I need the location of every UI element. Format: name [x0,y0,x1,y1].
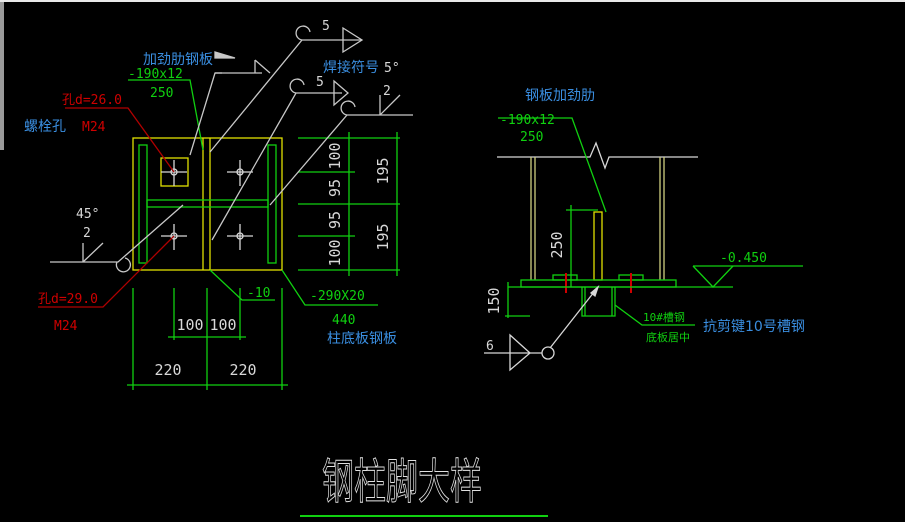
plan-view [38,25,413,390]
section-dimension-lines [505,205,598,318]
dim-bottom-outer: 220 [229,361,256,379]
stiffener-length: 250 [150,86,173,101]
channel-leader [614,304,695,326]
section-stiffener-leader [498,117,607,213]
bolt-hole [161,224,187,250]
section-dim-embed: 150 [485,287,503,314]
section-dim-height: 250 [548,231,566,258]
weld-size: 5 [322,19,330,34]
dim-bottom-inner: 100 [209,316,236,334]
web-spec: -10 [247,286,270,301]
base-plate-spec: -290X20 [310,289,365,304]
base-plate-leader [281,269,378,306]
weld-angle-bottom: 45° [76,207,99,222]
stiffener-spec: -190x12 [128,67,183,82]
shear-key-weld-size: 6 [486,339,494,354]
stiffener-section [593,211,603,281]
bolt-bottom-size: M24 [54,319,78,334]
weld-leaders [50,25,413,273]
drawing-title: 钢柱脚大样 [322,454,482,510]
weld-symbol-label: 焊接符号 [323,59,379,76]
stiffener-label: 加劲肋钢板 [143,52,213,68]
base-plate-length: 440 [332,313,355,328]
weld-size: 2 [383,84,391,99]
window-top-border [0,0,905,2]
bolt-hole-label: 螺栓孔 [24,119,66,135]
right-dimension-lines [298,132,400,276]
bolt-hole [161,160,187,186]
section-stiffener-spec: -190x12 [500,113,555,128]
bolt-holes [161,160,253,250]
base-plate-outline [132,137,283,271]
column-flange-right [267,144,277,264]
dim-right-inner: 95 [326,211,344,229]
bolt-hole [227,160,253,186]
section-stiffener-length: 250 [520,130,543,145]
dim-bottom-inner: 100 [176,316,203,334]
weld-size: 5 [316,75,324,90]
elevation-label: -0.450 [720,251,767,266]
dim-right-inner: 100 [326,239,344,266]
column-flange-left [138,144,148,264]
elevation-marker [692,265,734,288]
section-view [300,117,803,517]
dim-right-inner: 100 [326,142,344,169]
channel-note: 底板居中 [646,330,690,344]
break-line [497,141,698,170]
shear-key-channel [581,287,616,317]
column-web [146,199,269,208]
plan-view-text: 加劲肋钢板 -190x12 250 孔d=26.0 螺栓孔 M24 焊接符号 5… [24,19,400,379]
weld-angle: 5° [384,61,400,76]
section-stiffener-label: 钢板加劲肋 [525,88,595,104]
bolt-top-size: M24 [82,120,106,135]
bolt-top-hole: 孔d=26.0 [62,93,122,108]
dim-bottom-outer: 220 [154,361,181,379]
base-plate-label: 柱底板钢板 [327,331,397,347]
side-panel-edge[interactable] [0,2,4,150]
dim-right-outer: 195 [374,223,392,250]
web-leader [209,269,275,301]
bolt-hole [227,224,253,250]
dim-right-inner: 95 [326,179,344,197]
shear-key-weld-symbol [484,284,600,372]
section-view-text: 钢板加劲肋 -190x12 250 250 150 -0.450 10#槽钢 底… [485,88,805,354]
shear-key-label: 抗剪键10号槽钢 [703,319,805,335]
bottom-dimension-lines [127,288,288,390]
bolt-bottom-hole: 孔d=29.0 [38,292,98,307]
bolt-bottom-leader [38,235,175,308]
channel-spec: 10#槽钢 [643,311,685,324]
bolt-top-leader [65,107,175,173]
weld-size-bottom: 2 [83,226,91,241]
dim-right-outer: 195 [374,157,392,184]
column-flanges-section [530,157,665,280]
